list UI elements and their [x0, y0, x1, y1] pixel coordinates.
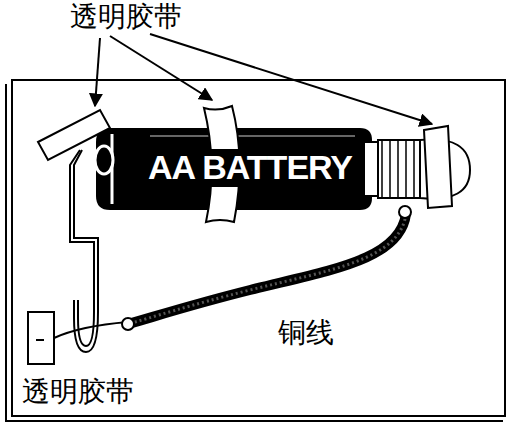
board	[6, 80, 505, 421]
tape-label: 透明胶带	[70, 2, 182, 33]
leader-arrow	[95, 34, 432, 124]
battery-text: AA BATTERY	[148, 149, 352, 186]
tape	[28, 312, 128, 364]
thin-wire	[70, 150, 98, 352]
light-bulb	[364, 139, 470, 198]
copper-wire-label: 铜线	[278, 318, 334, 349]
tape	[38, 106, 452, 222]
copper-wire	[122, 206, 411, 330]
tape-label: 透明胶带	[22, 377, 134, 408]
